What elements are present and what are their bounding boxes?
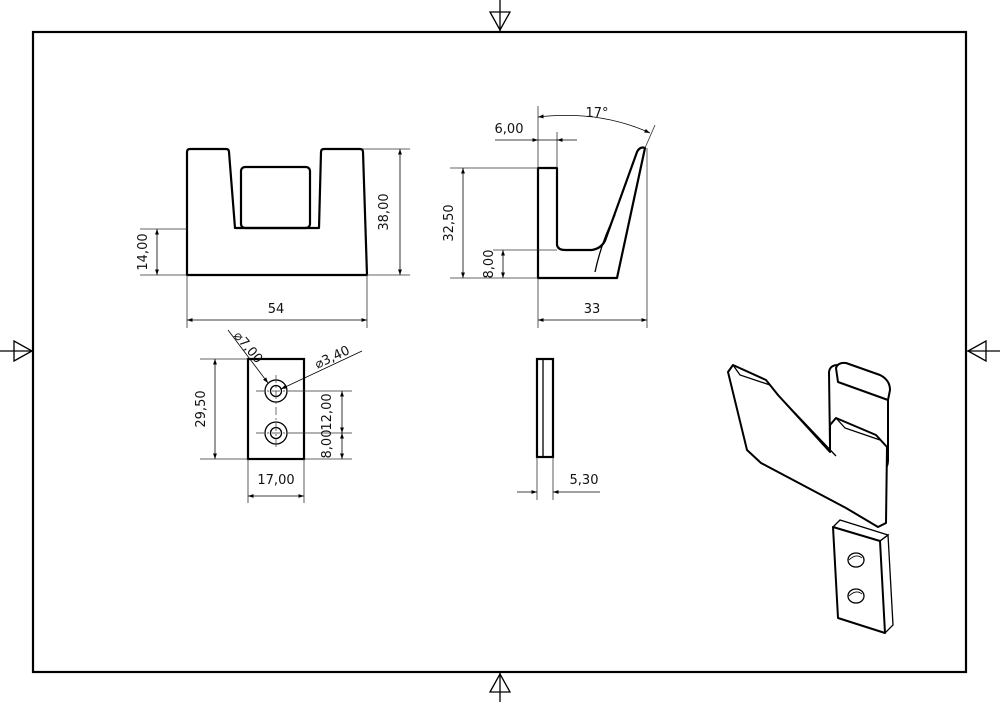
side-view: [536, 146, 647, 280]
dim-hole-spacing: 12,00: [296, 390, 352, 460]
dim-plate-width-label: 17,00: [257, 473, 294, 488]
dim-front-height: 38,00: [363, 148, 410, 276]
plate-front-view: [246, 357, 306, 461]
dim-front-base-height: 14,00: [136, 228, 187, 276]
dim-front-width: 54: [186, 275, 368, 328]
dim-side-height-label: 32,50: [442, 204, 457, 241]
dim-plate-height: 29,50: [194, 358, 248, 460]
iso-hole-bottom: [847, 588, 865, 604]
dim-hole-offset: 8,00: [320, 430, 344, 459]
isometric-view: [727, 361, 894, 634]
dim-side-base-height-label: 8,00: [482, 250, 497, 279]
dim-hole-inner-dia: ⌀3,40: [280, 343, 363, 390]
dim-side-angle-label: 17°: [585, 106, 608, 121]
dim-front-height-label: 38,00: [377, 193, 392, 230]
dim-front-base-height-label: 14,00: [136, 233, 151, 270]
dim-side-thickness-label: 6,00: [495, 122, 524, 137]
dim-side-depth-label: 33: [584, 302, 601, 317]
dim-plate-height-label: 29,50: [194, 390, 209, 427]
centering-mark-top: [488, 0, 512, 32]
centering-mark-bottom: [488, 672, 512, 702]
dim-plate-thickness: 5,30: [517, 457, 600, 500]
dim-side-angle: 17°: [537, 106, 656, 149]
dim-plate-thickness-label: 5,30: [570, 473, 599, 488]
dim-side-depth: 33: [537, 148, 648, 328]
dim-plate-width: 17,00: [247, 459, 305, 503]
dim-hole-inner-dia-label: ⌀3,40: [313, 343, 353, 372]
plate-side-view: [535, 357, 555, 459]
iso-hole-top: [847, 552, 865, 568]
centering-mark-left: [0, 339, 34, 363]
dim-hole-spacing-label: 12,00: [320, 393, 335, 430]
centering-mark-right: [966, 339, 1000, 363]
front-view: [185, 147, 369, 277]
dim-hole-offset-label: 8,00: [320, 430, 335, 459]
dim-side-height: 32,50: [442, 167, 538, 279]
dim-front-width-label: 54: [268, 302, 285, 317]
dim-side-base-height: 8,00: [482, 250, 557, 279]
dim-side-thickness: 6,00: [495, 106, 577, 168]
